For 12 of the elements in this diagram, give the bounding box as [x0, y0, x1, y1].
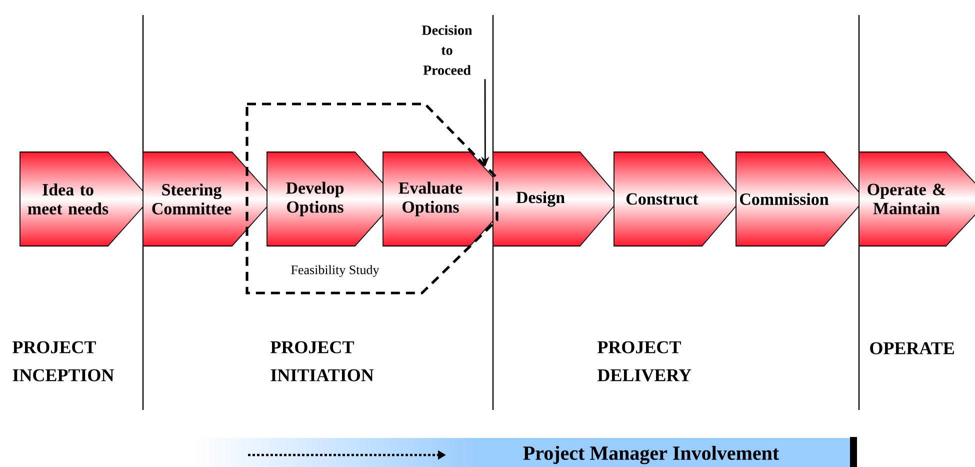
involvement-band: Project Manager Involvement: [479, 437, 857, 467]
phase-label: PROJECT DELIVERY: [598, 341, 692, 382]
chevron-step: Steering Committee: [142, 152, 275, 246]
phase-label: PROJECT INCEPTION: [12, 341, 114, 382]
node-label: Project Manager Involvement: [523, 446, 780, 464]
chevron-step: Design: [492, 152, 621, 246]
phase-label: PROJECT INITIATION: [270, 341, 374, 382]
phase-label: OPERATE: [870, 342, 954, 354]
chevron-step: Operate & Maintain: [858, 152, 975, 246]
chevron-step: Idea to meet needs: [20, 152, 151, 246]
chevron-step: Commission: [736, 152, 866, 246]
decision-note: Decision to Proceed: [422, 25, 472, 75]
